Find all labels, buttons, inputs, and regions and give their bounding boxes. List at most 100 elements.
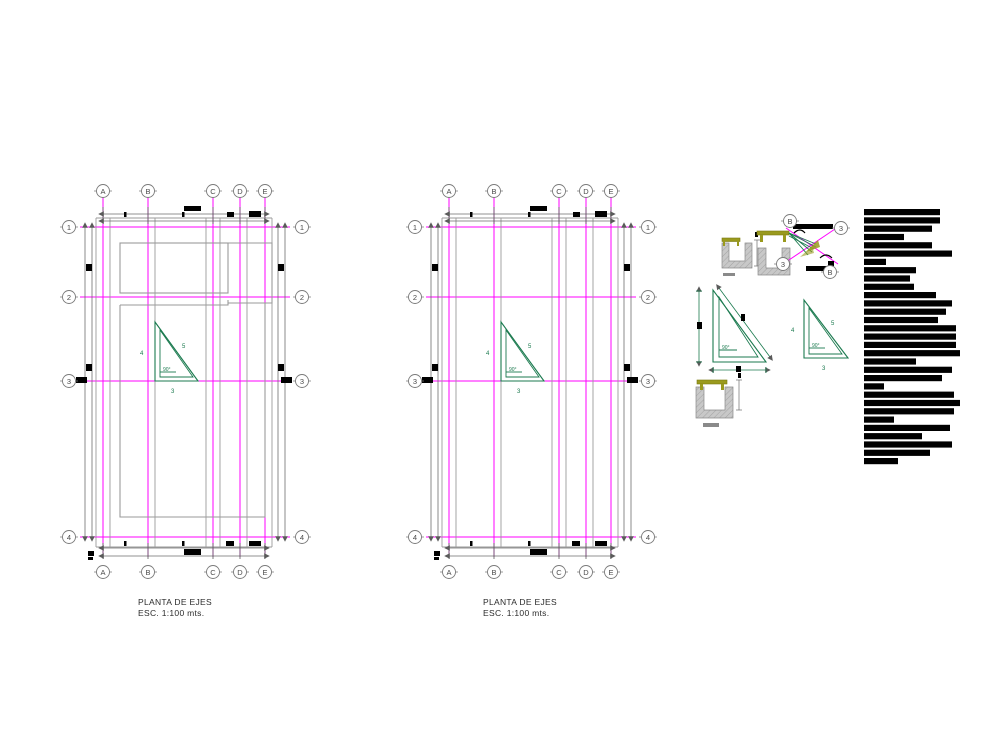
plan-1-interior-walls bbox=[119, 242, 273, 518]
detail-bubble-B-top[interactable]: B bbox=[781, 214, 799, 228]
grid-bubble-4-left[interactable]: 4 bbox=[60, 530, 78, 544]
plan-2-top-dimensions bbox=[444, 206, 616, 224]
grid-bubble-C-bottom[interactable]: C bbox=[550, 565, 568, 579]
plan-2-structure-lines bbox=[441, 217, 619, 548]
grid-bubble-C[interactable]: C bbox=[204, 184, 222, 198]
notes-text-line bbox=[864, 325, 956, 332]
grid-bubble-C-bottom[interactable]: C bbox=[204, 565, 222, 579]
plan-1-horizontal-axes bbox=[80, 226, 290, 538]
notes-text-line bbox=[864, 300, 952, 307]
grid-bubble-label: B bbox=[145, 187, 150, 196]
notes-text-block bbox=[864, 209, 960, 465]
plan-1[interactable]: 90° 4 5 3 A B C bbox=[60, 184, 311, 579]
triangle-leg-horizontal-label: 3 bbox=[171, 389, 175, 395]
plan-2-left-bubbles[interactable]: 1 2 3 4 bbox=[406, 220, 424, 544]
grid-bubble-label: B bbox=[145, 568, 150, 577]
grid-bubble-label: 4 bbox=[646, 533, 650, 542]
axis-intersection-detail[interactable]: B 3 3 B bbox=[774, 214, 850, 279]
grid-bubble-C[interactable]: C bbox=[550, 184, 568, 198]
plan-2-title-line2: ESC. 1:100 mts. bbox=[483, 608, 550, 618]
plan-2-bottom-bubbles[interactable]: A B C D E bbox=[440, 565, 620, 579]
plan-2-right-bubbles[interactable]: 1 2 3 4 bbox=[639, 220, 657, 544]
notes-text-line bbox=[864, 416, 894, 423]
plan-1-left-dimensions bbox=[76, 222, 95, 542]
grid-bubble-label: 2 bbox=[413, 293, 417, 302]
room-outline-upper-left bbox=[119, 242, 229, 294]
grid-bubble-label: C bbox=[556, 187, 562, 196]
grid-bubble-B[interactable]: B bbox=[485, 184, 503, 198]
plan-1-right-bubbles[interactable]: 1 2 3 4 bbox=[293, 220, 311, 544]
plan-1-title-line2: ESC. 1:100 mts. bbox=[138, 608, 205, 618]
grid-bubble-label: 3 bbox=[781, 260, 785, 269]
notes-text-line bbox=[864, 399, 960, 407]
notes-text-line bbox=[864, 209, 940, 216]
notes-text-line bbox=[864, 408, 954, 415]
grid-bubble-1-left[interactable]: 1 bbox=[60, 220, 78, 234]
plan-1-top-dimension-text bbox=[124, 206, 261, 217]
grid-bubble-label: B bbox=[491, 568, 496, 577]
grid-bubble-1-right[interactable]: 1 bbox=[639, 220, 657, 234]
grid-bubble-E[interactable]: E bbox=[256, 184, 274, 198]
triangle-leg-vertical-label: 4 bbox=[791, 328, 795, 334]
plan-1-title-line1: PLANTA DE EJES bbox=[138, 597, 212, 607]
detail-bubble-B-bottom[interactable]: B bbox=[821, 265, 839, 279]
plan-2-top-bubbles[interactable]: A B C D E bbox=[440, 184, 620, 198]
grid-bubble-2-right[interactable]: 2 bbox=[639, 290, 657, 304]
grid-bubble-B-bottom[interactable]: B bbox=[139, 565, 157, 579]
grid-bubble-D-bottom[interactable]: D bbox=[231, 565, 249, 579]
grid-bubble-label: C bbox=[556, 568, 562, 577]
triangle-angle-label: 90° bbox=[509, 367, 517, 373]
notes-text-line bbox=[864, 391, 954, 398]
grid-bubble-3-left[interactable]: 3 bbox=[406, 374, 424, 388]
grid-bubble-E[interactable]: E bbox=[602, 184, 620, 198]
detail-bubble-3-right[interactable]: 3 bbox=[832, 221, 850, 235]
plan-1-top-bubbles[interactable]: A B C D E bbox=[94, 184, 274, 198]
grid-bubble-3-right[interactable]: 3 bbox=[293, 374, 311, 388]
grid-bubble-2-left[interactable]: 2 bbox=[406, 290, 424, 304]
grid-bubble-4-right[interactable]: 4 bbox=[639, 530, 657, 544]
grid-bubble-4-right[interactable]: 4 bbox=[293, 530, 311, 544]
grid-bubble-A[interactable]: A bbox=[440, 184, 458, 198]
plan-2-left-dimensions bbox=[422, 222, 441, 542]
plan-1-bottom-bubbles[interactable]: A B C D E bbox=[94, 565, 274, 579]
plan-2[interactable]: 90° 4 5 3 A B C D bbox=[406, 184, 657, 579]
triangle-hypotenuse-label: 5 bbox=[831, 321, 835, 327]
grid-bubble-label: A bbox=[100, 568, 105, 577]
grid-bubble-label: 1 bbox=[300, 223, 304, 232]
grid-bubble-1-left[interactable]: 1 bbox=[406, 220, 424, 234]
room-outline-upper-right bbox=[228, 242, 273, 304]
triangle-angle-label: 90° bbox=[722, 345, 730, 351]
grid-bubble-A-bottom[interactable]: A bbox=[94, 565, 112, 579]
grid-bubble-E-bottom[interactable]: E bbox=[256, 565, 274, 579]
grid-bubble-A-bottom[interactable]: A bbox=[440, 565, 458, 579]
triangle-detail-small: 90° 4 5 3 bbox=[791, 298, 850, 372]
notes-text-line bbox=[864, 433, 922, 440]
grid-bubble-D[interactable]: D bbox=[577, 184, 595, 198]
grid-bubble-2-right[interactable]: 2 bbox=[293, 290, 311, 304]
grid-bubble-B[interactable]: B bbox=[139, 184, 157, 198]
triangle-leg-horizontal-label: 3 bbox=[517, 389, 521, 395]
grid-bubble-label: E bbox=[608, 187, 613, 196]
grid-bubble-4-left[interactable]: 4 bbox=[406, 530, 424, 544]
plan-1-triangle-345: 90° 4 5 3 bbox=[140, 320, 200, 395]
grid-bubble-2-left[interactable]: 2 bbox=[60, 290, 78, 304]
grid-bubble-D-bottom[interactable]: D bbox=[577, 565, 595, 579]
grid-bubble-label: D bbox=[237, 187, 243, 196]
grid-bubble-3-left[interactable]: 3 bbox=[60, 374, 78, 388]
grid-bubble-1-right[interactable]: 1 bbox=[293, 220, 311, 234]
notes-text-line bbox=[864, 458, 898, 465]
detail-bubble-3-left[interactable]: 3 bbox=[774, 257, 792, 271]
grid-bubble-label: 1 bbox=[646, 223, 650, 232]
detail-drawings[interactable]: B 3 3 B 90° bbox=[695, 209, 960, 465]
notes-text-line bbox=[864, 267, 916, 274]
grid-bubble-label: D bbox=[237, 568, 243, 577]
grid-bubble-E-bottom[interactable]: E bbox=[602, 565, 620, 579]
grid-bubble-D[interactable]: D bbox=[231, 184, 249, 198]
grid-bubble-3-right[interactable]: 3 bbox=[639, 374, 657, 388]
plan-1-left-bubbles[interactable]: 1 2 3 4 bbox=[60, 220, 78, 544]
grid-bubble-label: 1 bbox=[67, 223, 71, 232]
grid-bubble-B-bottom[interactable]: B bbox=[485, 565, 503, 579]
grid-bubble-A[interactable]: A bbox=[94, 184, 112, 198]
